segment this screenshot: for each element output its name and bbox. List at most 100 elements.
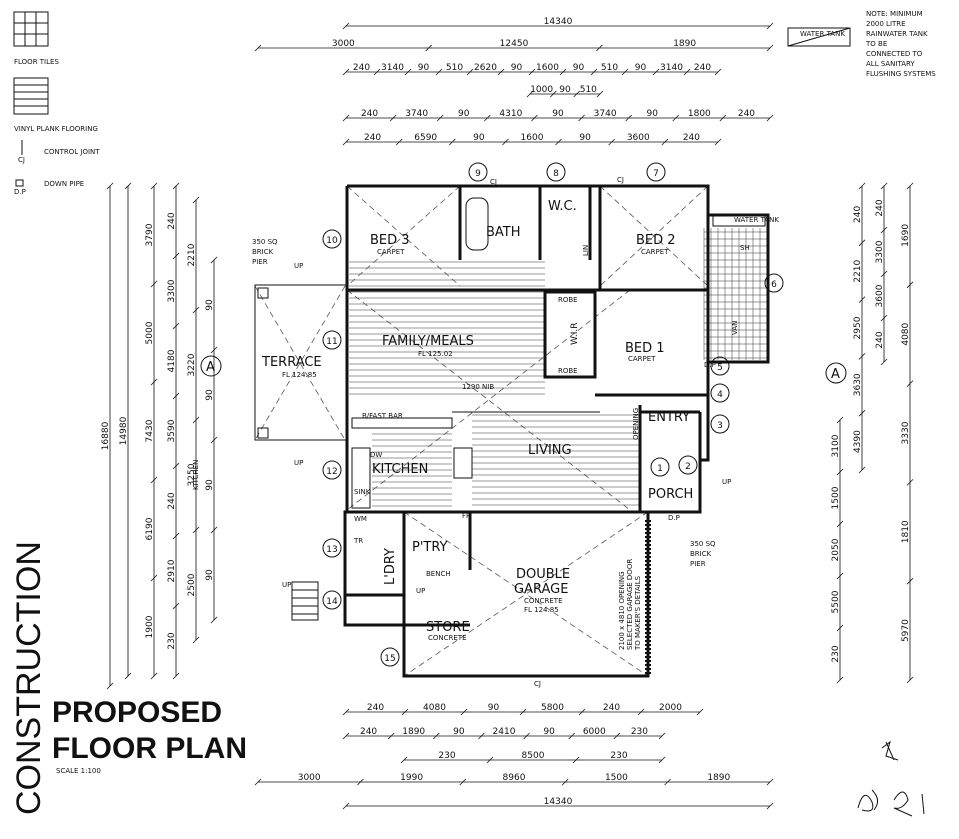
up-label-terrace-s: UP	[294, 459, 303, 467]
up-label-porch: UP	[722, 478, 731, 486]
legend-floor-tiles: FLOOR TILES	[14, 58, 59, 66]
dimension-label: 1800	[688, 109, 711, 119]
dimension-label: 14340	[544, 17, 573, 27]
garage-door-note: 2100 x 4810 OPENING SELECTED GARAGE DOOR…	[618, 559, 642, 651]
washing-machine-label: WM	[354, 515, 367, 523]
terrace-fl: FL 124.85	[282, 371, 317, 379]
svg-text:13: 13	[326, 545, 337, 555]
dimension-label: 230	[167, 632, 177, 649]
water-tank-label: WATER TANK	[734, 216, 779, 224]
dimension-label: 90	[552, 109, 564, 119]
room-laundry: L'DRY	[383, 548, 398, 585]
dimension-label: 12450	[500, 39, 529, 49]
dimension-label: 1810	[901, 520, 911, 543]
room-wc: W.C.	[548, 199, 577, 214]
bed3-floor: CARPET	[377, 248, 405, 256]
dimension-label: 90	[635, 63, 647, 73]
room-labels: BED 3 CARPET BATH W.C. BED 2 CARPET FAMI…	[192, 176, 779, 688]
dimension-label: 90	[543, 727, 555, 737]
dimension-label: 3100	[831, 434, 841, 457]
dimension-label: 90	[205, 569, 215, 581]
drawing-scale: SCALE 1:100	[56, 767, 101, 775]
entry-opening: OPENING	[632, 408, 640, 440]
legend-down-pipe: DOWN PIPE	[44, 180, 84, 188]
legend-dp-symbol: D.P	[14, 188, 26, 196]
dimension-label: 8960	[503, 773, 526, 783]
dimension-label: 510	[580, 85, 597, 95]
linen-label: LIN	[582, 245, 590, 256]
dimension-label: 2050	[831, 538, 841, 561]
pier-right-1: 350 SQ	[690, 540, 716, 548]
dimension-label: 240	[167, 492, 177, 509]
dimension-label: 2500	[187, 573, 197, 596]
dimension-label: 90	[205, 389, 215, 401]
cj-label-bottom: CJ	[534, 680, 541, 688]
breakfast-bar-label: B/FAST BAR	[362, 412, 403, 420]
dimension-label: 6190	[145, 517, 155, 540]
dishwasher-label: DW	[370, 451, 382, 459]
dimension-label: 90	[458, 109, 470, 119]
wir-robe-top: ROBE	[558, 296, 578, 304]
dimension-label: 3330	[901, 421, 911, 444]
dimension-label: 3000	[298, 773, 321, 783]
cooktop	[453, 447, 473, 479]
note-line: 2000 LITRE	[866, 20, 906, 28]
cj-label-top: CJ	[490, 178, 497, 186]
room-porch: PORCH	[648, 487, 693, 502]
water-tank-legend-label: WATER TANK	[800, 30, 845, 38]
svg-text:10: 10	[326, 236, 338, 246]
water-tank	[712, 215, 766, 227]
dimension-label: 1500	[605, 773, 628, 783]
opening-marker: 5	[710, 356, 730, 376]
pier-right-3: PIER	[690, 560, 706, 568]
opening-marker: 2	[678, 455, 698, 475]
dimension-label: 510	[601, 63, 618, 73]
dimension-label: 3630	[853, 373, 863, 396]
opening-marker: 6	[764, 273, 784, 293]
dimension-label: 240	[694, 63, 711, 73]
dimension-label: 4310	[499, 109, 522, 119]
dimension-label: 1890	[673, 39, 696, 49]
vinyl-swatch	[13, 77, 49, 115]
dimension-label: 2210	[853, 259, 863, 282]
svg-text:14: 14	[326, 597, 338, 607]
opening-marker: 1	[650, 457, 670, 477]
garage-fl: FL 124.85	[524, 606, 559, 614]
dimension-label: 4180	[167, 349, 177, 372]
dimension-label: 3740	[594, 109, 617, 119]
shower-label: SH	[740, 244, 750, 252]
dimension-label: 90	[473, 133, 485, 143]
dimension-label: 1890	[707, 773, 730, 783]
legend-cj-symbol: CJ	[18, 156, 25, 164]
dimension-label: 1690	[901, 224, 911, 247]
dimension-label: 3300	[167, 279, 177, 302]
dimension-label: 5500	[831, 590, 841, 613]
signature-initials	[857, 740, 925, 817]
walls	[343, 184, 770, 678]
opening-marker: 3	[710, 414, 730, 434]
opening-marker: 12	[322, 460, 342, 480]
dimension-label: 6590	[414, 133, 437, 143]
dimension-label: 90	[646, 109, 658, 119]
section-label-left: A	[206, 360, 215, 375]
svg-text:8: 8	[553, 169, 559, 179]
dimension-label: 1990	[400, 773, 423, 783]
dimension-label: 240	[875, 331, 885, 348]
dimension-label: 1000	[530, 85, 553, 95]
dimension-label: 5800	[541, 703, 564, 713]
roof-lines	[254, 185, 709, 677]
dimension-label: 16880	[101, 421, 111, 450]
dimension-label: 90	[579, 133, 591, 143]
svg-text:9: 9	[475, 169, 481, 179]
dimension-label: 2950	[853, 316, 863, 339]
kitchen-bench	[351, 447, 371, 509]
bed1-floor: CARPET	[628, 355, 656, 363]
room-pantry: P'TRY	[412, 540, 448, 555]
dimension-label: 240	[367, 703, 384, 713]
dimension-label: 90	[418, 63, 430, 73]
dimension-label: 3250	[187, 463, 197, 486]
svg-text:6: 6	[771, 280, 777, 290]
dimension-label: 90	[559, 85, 571, 95]
